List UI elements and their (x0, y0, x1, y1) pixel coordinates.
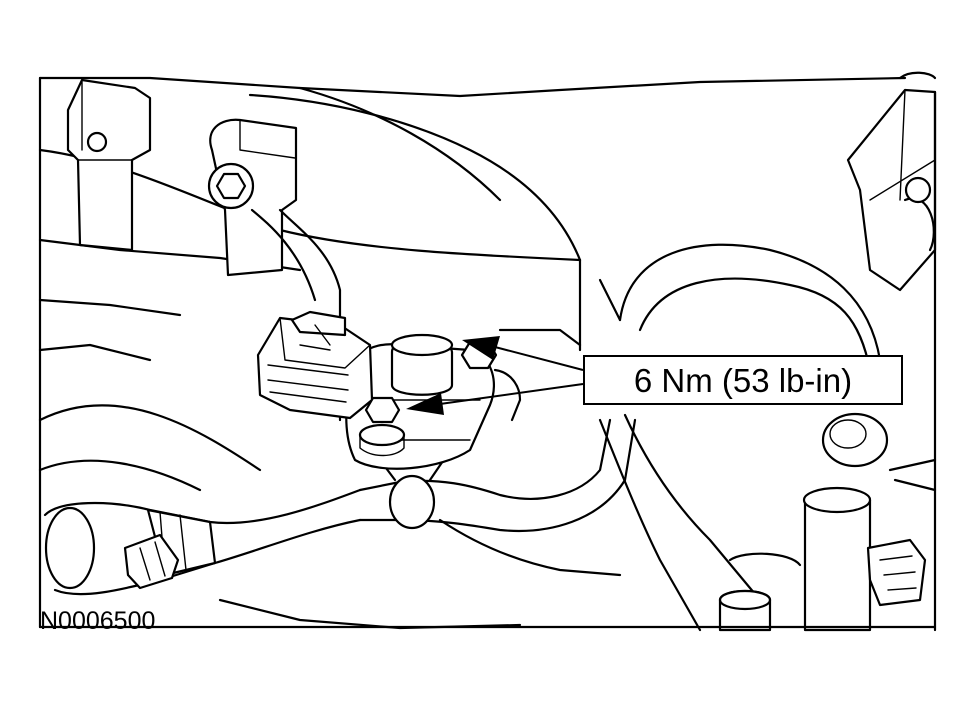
engine-illustration (38, 71, 937, 632)
callout-box (583, 355, 903, 405)
torque-callout: 6 Nm (53 lb-in) (583, 355, 903, 405)
callout-leaders (406, 336, 584, 415)
lower-arrowhead (406, 393, 444, 415)
figure-id: N0006500 (40, 607, 155, 635)
torque-label: 6 Nm (53 lb-in) (634, 362, 852, 399)
upper-arrowhead (462, 336, 500, 360)
